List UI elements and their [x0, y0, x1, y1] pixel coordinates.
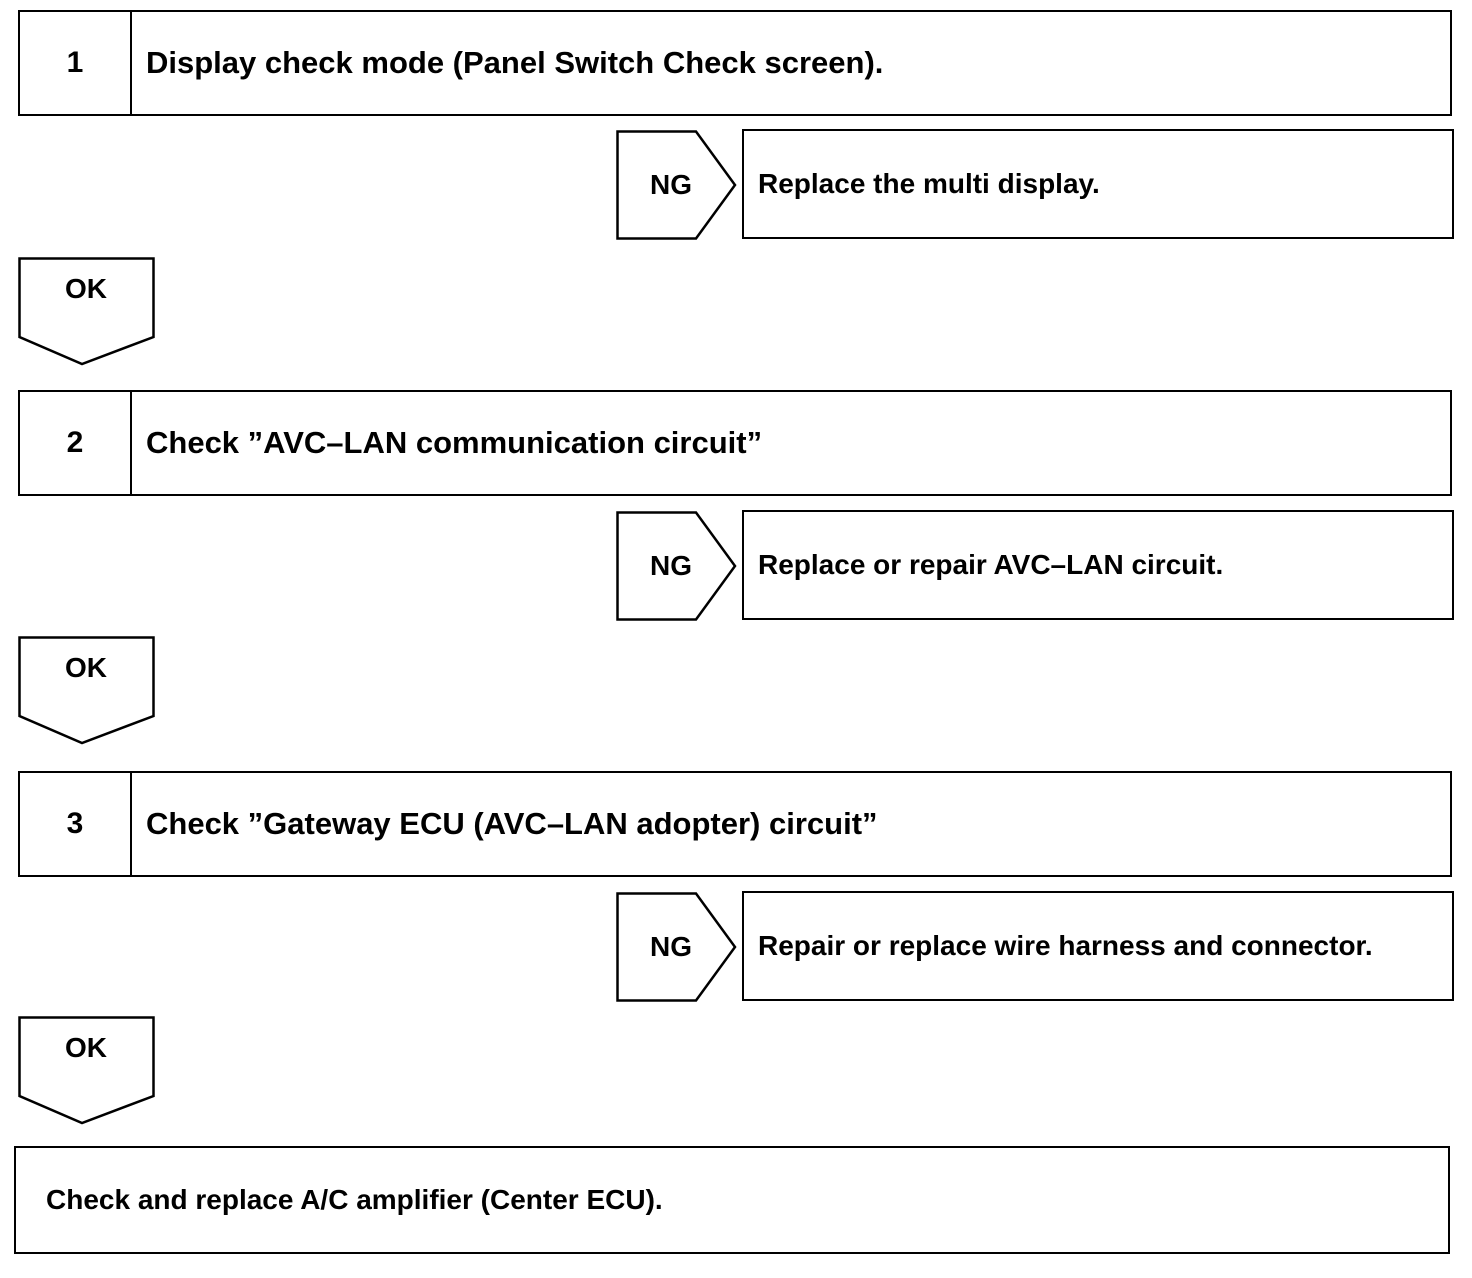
- ng-1-result-box: Replace the multi display.: [742, 129, 1454, 239]
- step-2-box: 2 Check ”AVC–LAN communication circuit”: [18, 390, 1452, 496]
- ng-2-result-text: Replace or repair AVC–LAN circuit.: [758, 549, 1224, 580]
- step-2-text: Check ”AVC–LAN communication circuit”: [146, 425, 763, 460]
- ng-2-result-box: Replace or repair AVC–LAN circuit.: [742, 510, 1454, 620]
- ng-2-tag: NG: [616, 511, 740, 621]
- final-action-text: Check and replace A/C amplifier (Center …: [46, 1184, 663, 1215]
- final-action-box: Check and replace A/C amplifier (Center …: [14, 1146, 1450, 1254]
- step-1-number: 1: [20, 12, 132, 114]
- ng-1-result-text: Replace the multi display.: [758, 168, 1100, 199]
- ng-2-arrow-shape: [616, 511, 737, 621]
- step-3-number: 3: [20, 773, 132, 875]
- ok-3-tag: OK: [18, 1016, 156, 1126]
- step-1-text: Display check mode (Panel Switch Check s…: [146, 45, 884, 80]
- ng-3-label: NG: [650, 931, 692, 962]
- step-2-number: 2: [20, 392, 132, 494]
- ng-1-label: NG: [650, 169, 692, 200]
- ng-3-tag: NG: [616, 892, 740, 1002]
- step-1-box: 1 Display check mode (Panel Switch Check…: [18, 10, 1452, 116]
- ok-3-label: OK: [65, 1032, 107, 1063]
- ok-3-arrow-shape: [18, 1016, 155, 1125]
- ng-1-tag: NG: [616, 130, 740, 240]
- step-3-text: Check ”Gateway ECU (AVC–LAN adopter) cir…: [146, 806, 878, 841]
- ok-1-label: OK: [65, 273, 107, 304]
- ng-3-result-box: Repair or replace wire harness and conne…: [742, 891, 1454, 1001]
- step-3-box: 3 Check ”Gateway ECU (AVC–LAN adopter) c…: [18, 771, 1452, 877]
- ng-3-arrow-shape: [616, 892, 737, 1002]
- ng-2-label: NG: [650, 550, 692, 581]
- ng-3-result-text: Repair or replace wire harness and conne…: [758, 930, 1373, 961]
- ok-2-label: OK: [65, 652, 107, 683]
- ok-2-arrow-shape: [18, 636, 155, 745]
- ok-2-tag: OK: [18, 636, 156, 746]
- ok-1-tag: OK: [18, 257, 156, 367]
- ng-1-arrow-shape: [616, 130, 737, 240]
- ok-1-arrow-shape: [18, 257, 155, 366]
